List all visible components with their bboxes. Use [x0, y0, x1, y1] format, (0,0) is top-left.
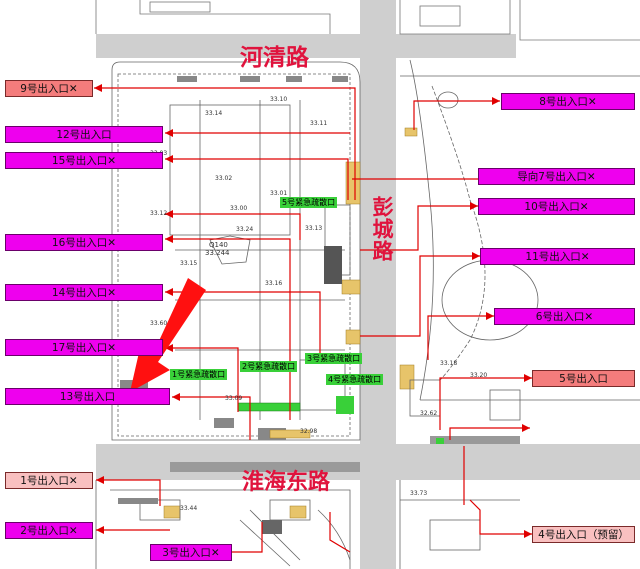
- exit-label-5[interactable]: 5号出入口: [532, 370, 635, 387]
- spot-elevation: 33.12: [150, 210, 168, 217]
- exit-label-12[interactable]: 12号出入口: [5, 126, 163, 143]
- spot-elevation: 32.62: [420, 410, 438, 417]
- exit-label-9[interactable]: 9号出入口✕: [5, 80, 93, 97]
- emergency-exit-4: 4号紧急疏散口: [326, 374, 384, 385]
- spot-elevation: 33.73: [410, 490, 428, 497]
- spot-elevation: 32.98: [300, 428, 318, 435]
- spot-elevation: 33.20: [470, 372, 488, 379]
- spot-elevation: 33.16: [265, 280, 283, 287]
- exit-label-2[interactable]: 2号出入口✕: [5, 522, 93, 539]
- spot-elevation: 33.02: [215, 175, 233, 182]
- direction-arrow: [130, 278, 206, 392]
- exit-label-14[interactable]: 14号出入口✕: [5, 284, 163, 301]
- exit-label-8[interactable]: 8号出入口✕: [501, 93, 635, 110]
- spot-elevation: 33.13: [305, 225, 323, 232]
- exit-label-10[interactable]: 10号出入口✕: [478, 198, 635, 215]
- exit-label-15[interactable]: 15号出入口✕: [5, 152, 163, 169]
- spot-elevation: 33.09: [225, 395, 243, 402]
- spot-elevation: 33.01: [270, 190, 288, 197]
- exit-label-1[interactable]: 1号出入口✕: [5, 472, 93, 489]
- spot-elevation: 33.00: [230, 205, 248, 212]
- spot-elevation: 33.15: [180, 260, 198, 267]
- emergency-exit-3: 3号紧急疏散口: [305, 353, 363, 364]
- emergency-exit-5: 5号紧急疏散口: [280, 197, 338, 208]
- road-name-east: 彭城路: [370, 196, 394, 262]
- station-code: Q140: [209, 241, 228, 249]
- exit-label-3[interactable]: 3号出入口✕: [150, 544, 232, 561]
- street-east: [360, 0, 396, 569]
- station-elevation: 33.244: [205, 249, 230, 257]
- exit-label-11[interactable]: 11号出入口✕: [480, 248, 635, 265]
- spot-elevation: 33.24: [236, 226, 254, 233]
- exit-label-17[interactable]: 17号出入口✕: [5, 339, 163, 356]
- spot-elevation: 33.44: [180, 505, 198, 512]
- spot-elevation: 33.10: [270, 96, 288, 103]
- road-name-north: 河清路: [240, 45, 309, 71]
- exit-label-13[interactable]: 13号出入口: [5, 388, 170, 405]
- spot-elevation: 33.14: [205, 110, 223, 117]
- exit-label-16[interactable]: 16号出入口✕: [5, 234, 163, 251]
- guide-label-7[interactable]: 导向7号出入口✕: [478, 168, 635, 185]
- spot-elevation: 33.18: [440, 360, 458, 367]
- exit-label-6[interactable]: 6号出入口✕: [494, 308, 635, 325]
- emergency-exit-2: 2号紧急疏散口: [240, 361, 298, 372]
- exit-label-4-reserved[interactable]: 4号出入口（预留）: [532, 526, 635, 543]
- road-name-south: 淮海东路: [242, 470, 331, 495]
- street-north: [96, 34, 516, 58]
- spot-elevation: 33.11: [310, 120, 328, 127]
- spot-elevation: 33.60: [150, 320, 168, 327]
- emergency-exit-1: 1号紧急疏散口: [170, 369, 228, 380]
